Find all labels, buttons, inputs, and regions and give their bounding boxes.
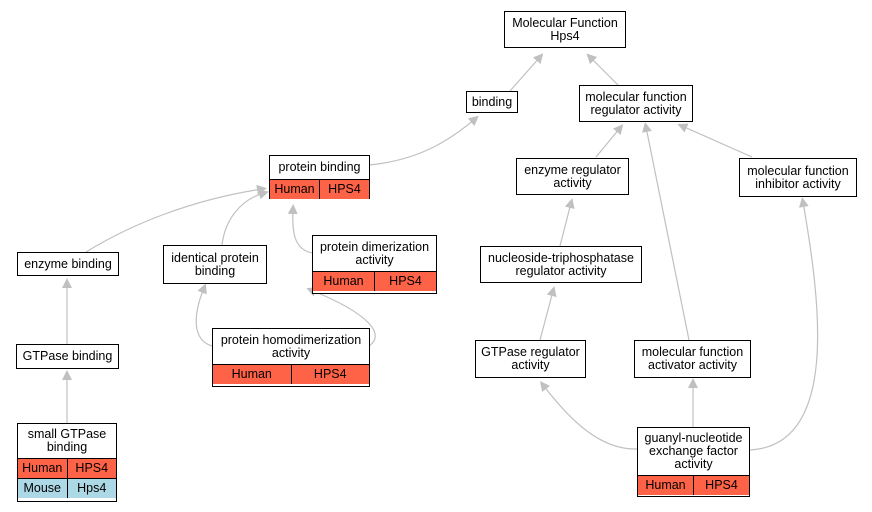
gene-cell: HPS4 (290, 365, 370, 384)
node-protein-dimerization-activity[interactable]: protein dimerization activity Human HPS4 (312, 235, 437, 294)
edge-identical-proteinbinding (221, 189, 269, 246)
node-enzyme-regulator-activity[interactable]: enzyme regulator activity (516, 158, 629, 195)
node-label: guanyl-nucleotide exchange factor activi… (644, 431, 743, 471)
species-cell: Human (645, 478, 686, 492)
edge-dimer-proteinbinding (287, 204, 314, 254)
node-molecular-function-inhibitor-activity[interactable]: molecular function inhibitor activity (739, 158, 857, 197)
node-binding[interactable]: binding (466, 91, 518, 113)
gene-cell-mouse: Hps4 (66, 479, 117, 498)
gene-cell: HPS4 (319, 180, 369, 199)
edge-ntpase-enzymereg (559, 198, 575, 247)
edge-homodimer-identical (195, 283, 213, 347)
species-cell-mouse: Mouse (23, 481, 62, 495)
node-protein-binding[interactable]: protein binding Human HPS4 (269, 155, 370, 199)
edge-regulator-root (586, 53, 619, 86)
node-label: enzyme binding (24, 256, 112, 271)
edge-binding-root (509, 53, 544, 92)
node-label: protein homodimerization activity (220, 332, 362, 360)
edge-enzymebinding-proteinbinding (85, 184, 267, 253)
edge-homodimer-dimer (306, 287, 376, 347)
node-label: GTPase regulator activity (481, 345, 580, 372)
edge-gtpasereg-ntpase (539, 286, 557, 341)
edge-activator-regulator (642, 122, 690, 341)
node-molecular-function-activator-activity[interactable]: molecular function activator activity (634, 340, 751, 378)
node-label: protein dimerization activity (319, 239, 430, 267)
node-guanyl-nucleotide-exchange-factor-activity[interactable]: guanyl-nucleotide exchange factor activi… (637, 427, 750, 497)
node-ntpase-regulator-activity[interactable]: nucleoside-triphosphatase regulator acti… (480, 246, 642, 283)
edge-inhibitor-regulator (677, 123, 753, 158)
edge-proteinbinding-binding (368, 115, 479, 166)
node-label: enzyme regulator activity (524, 162, 621, 190)
node-label: nucleoside-triphosphatase regulator acti… (488, 250, 634, 278)
node-label: Molecular Function Hps4 (512, 15, 618, 43)
node-label: molecular function regulator activity (585, 89, 687, 117)
gene-cell: HPS4 (66, 459, 117, 478)
species-cell: Human (22, 461, 63, 475)
node-protein-homodimerization-activity[interactable]: protein homodimerization activity Human H… (212, 328, 370, 387)
edge-gnef-inhibitor (749, 197, 819, 451)
node-identical-protein-binding[interactable]: identical protein binding (163, 245, 267, 284)
node-label: binding (471, 94, 513, 109)
node-gtpase-binding[interactable]: GTPase binding (16, 344, 119, 369)
node-enzyme-binding[interactable]: enzyme binding (17, 252, 119, 276)
species-cell: Human (274, 182, 315, 196)
node-molecular-function-regulator-activity[interactable]: molecular function regulator activity (579, 85, 693, 122)
node-molecular-function-root[interactable]: Molecular Function Hps4 (504, 11, 626, 48)
species-cell: Human (231, 367, 272, 381)
node-label: protein binding (278, 160, 361, 174)
node-label: molecular function inhibitor activity (747, 163, 849, 191)
node-label: GTPase binding (22, 349, 113, 363)
node-label: small GTPase binding (27, 427, 107, 454)
gene-cell: HPS4 (374, 272, 436, 291)
node-gtpase-regulator-activity[interactable]: GTPase regulator activity (475, 340, 586, 378)
node-label: identical protein binding (171, 250, 259, 278)
gene-cell: HPS4 (693, 476, 749, 495)
species-cell: Human (323, 274, 364, 288)
edge-enzymereg-regulator (595, 124, 624, 158)
edge-gnef-gtpasereg (539, 381, 638, 450)
node-label: molecular function activator activity (641, 345, 744, 372)
